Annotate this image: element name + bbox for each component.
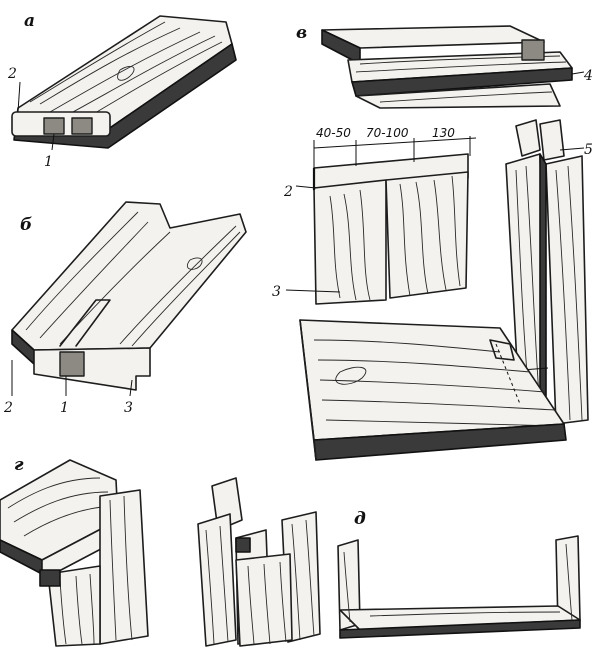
callout-mid-2: 2 bbox=[283, 184, 293, 200]
label-d: д bbox=[354, 509, 366, 529]
callout-right-5: 5 bbox=[584, 142, 593, 158]
figure-post-joint bbox=[197, 477, 321, 647]
figure-g-corner-joint bbox=[0, 459, 149, 647]
callout-a-2: 2 bbox=[7, 66, 17, 82]
dim-70-100: 70-100 bbox=[366, 126, 409, 140]
figure-a-board bbox=[11, 15, 237, 151]
label-a: а bbox=[24, 11, 35, 31]
callout-v-4: 4 bbox=[583, 68, 593, 84]
callout-b-1: 1 bbox=[60, 400, 69, 416]
figure-vertical-posts bbox=[505, 119, 589, 425]
label-v: в bbox=[296, 23, 307, 43]
dim-40-50: 40-50 bbox=[316, 126, 351, 140]
label-b: б bbox=[20, 215, 32, 235]
callout-mid-3: 3 bbox=[272, 284, 281, 300]
callout-a-1: 1 bbox=[44, 154, 53, 170]
figure-b-plank bbox=[11, 201, 247, 397]
label-g: г bbox=[14, 455, 24, 475]
figure-log-joint bbox=[285, 136, 477, 305]
figure-slab bbox=[299, 319, 567, 461]
dim-130: 130 bbox=[432, 126, 455, 140]
callout-b-3: 3 bbox=[124, 400, 133, 416]
figure-v-board bbox=[321, 25, 585, 109]
callout-b-2: 2 bbox=[3, 400, 13, 416]
figure-d-u-frame bbox=[337, 535, 581, 639]
